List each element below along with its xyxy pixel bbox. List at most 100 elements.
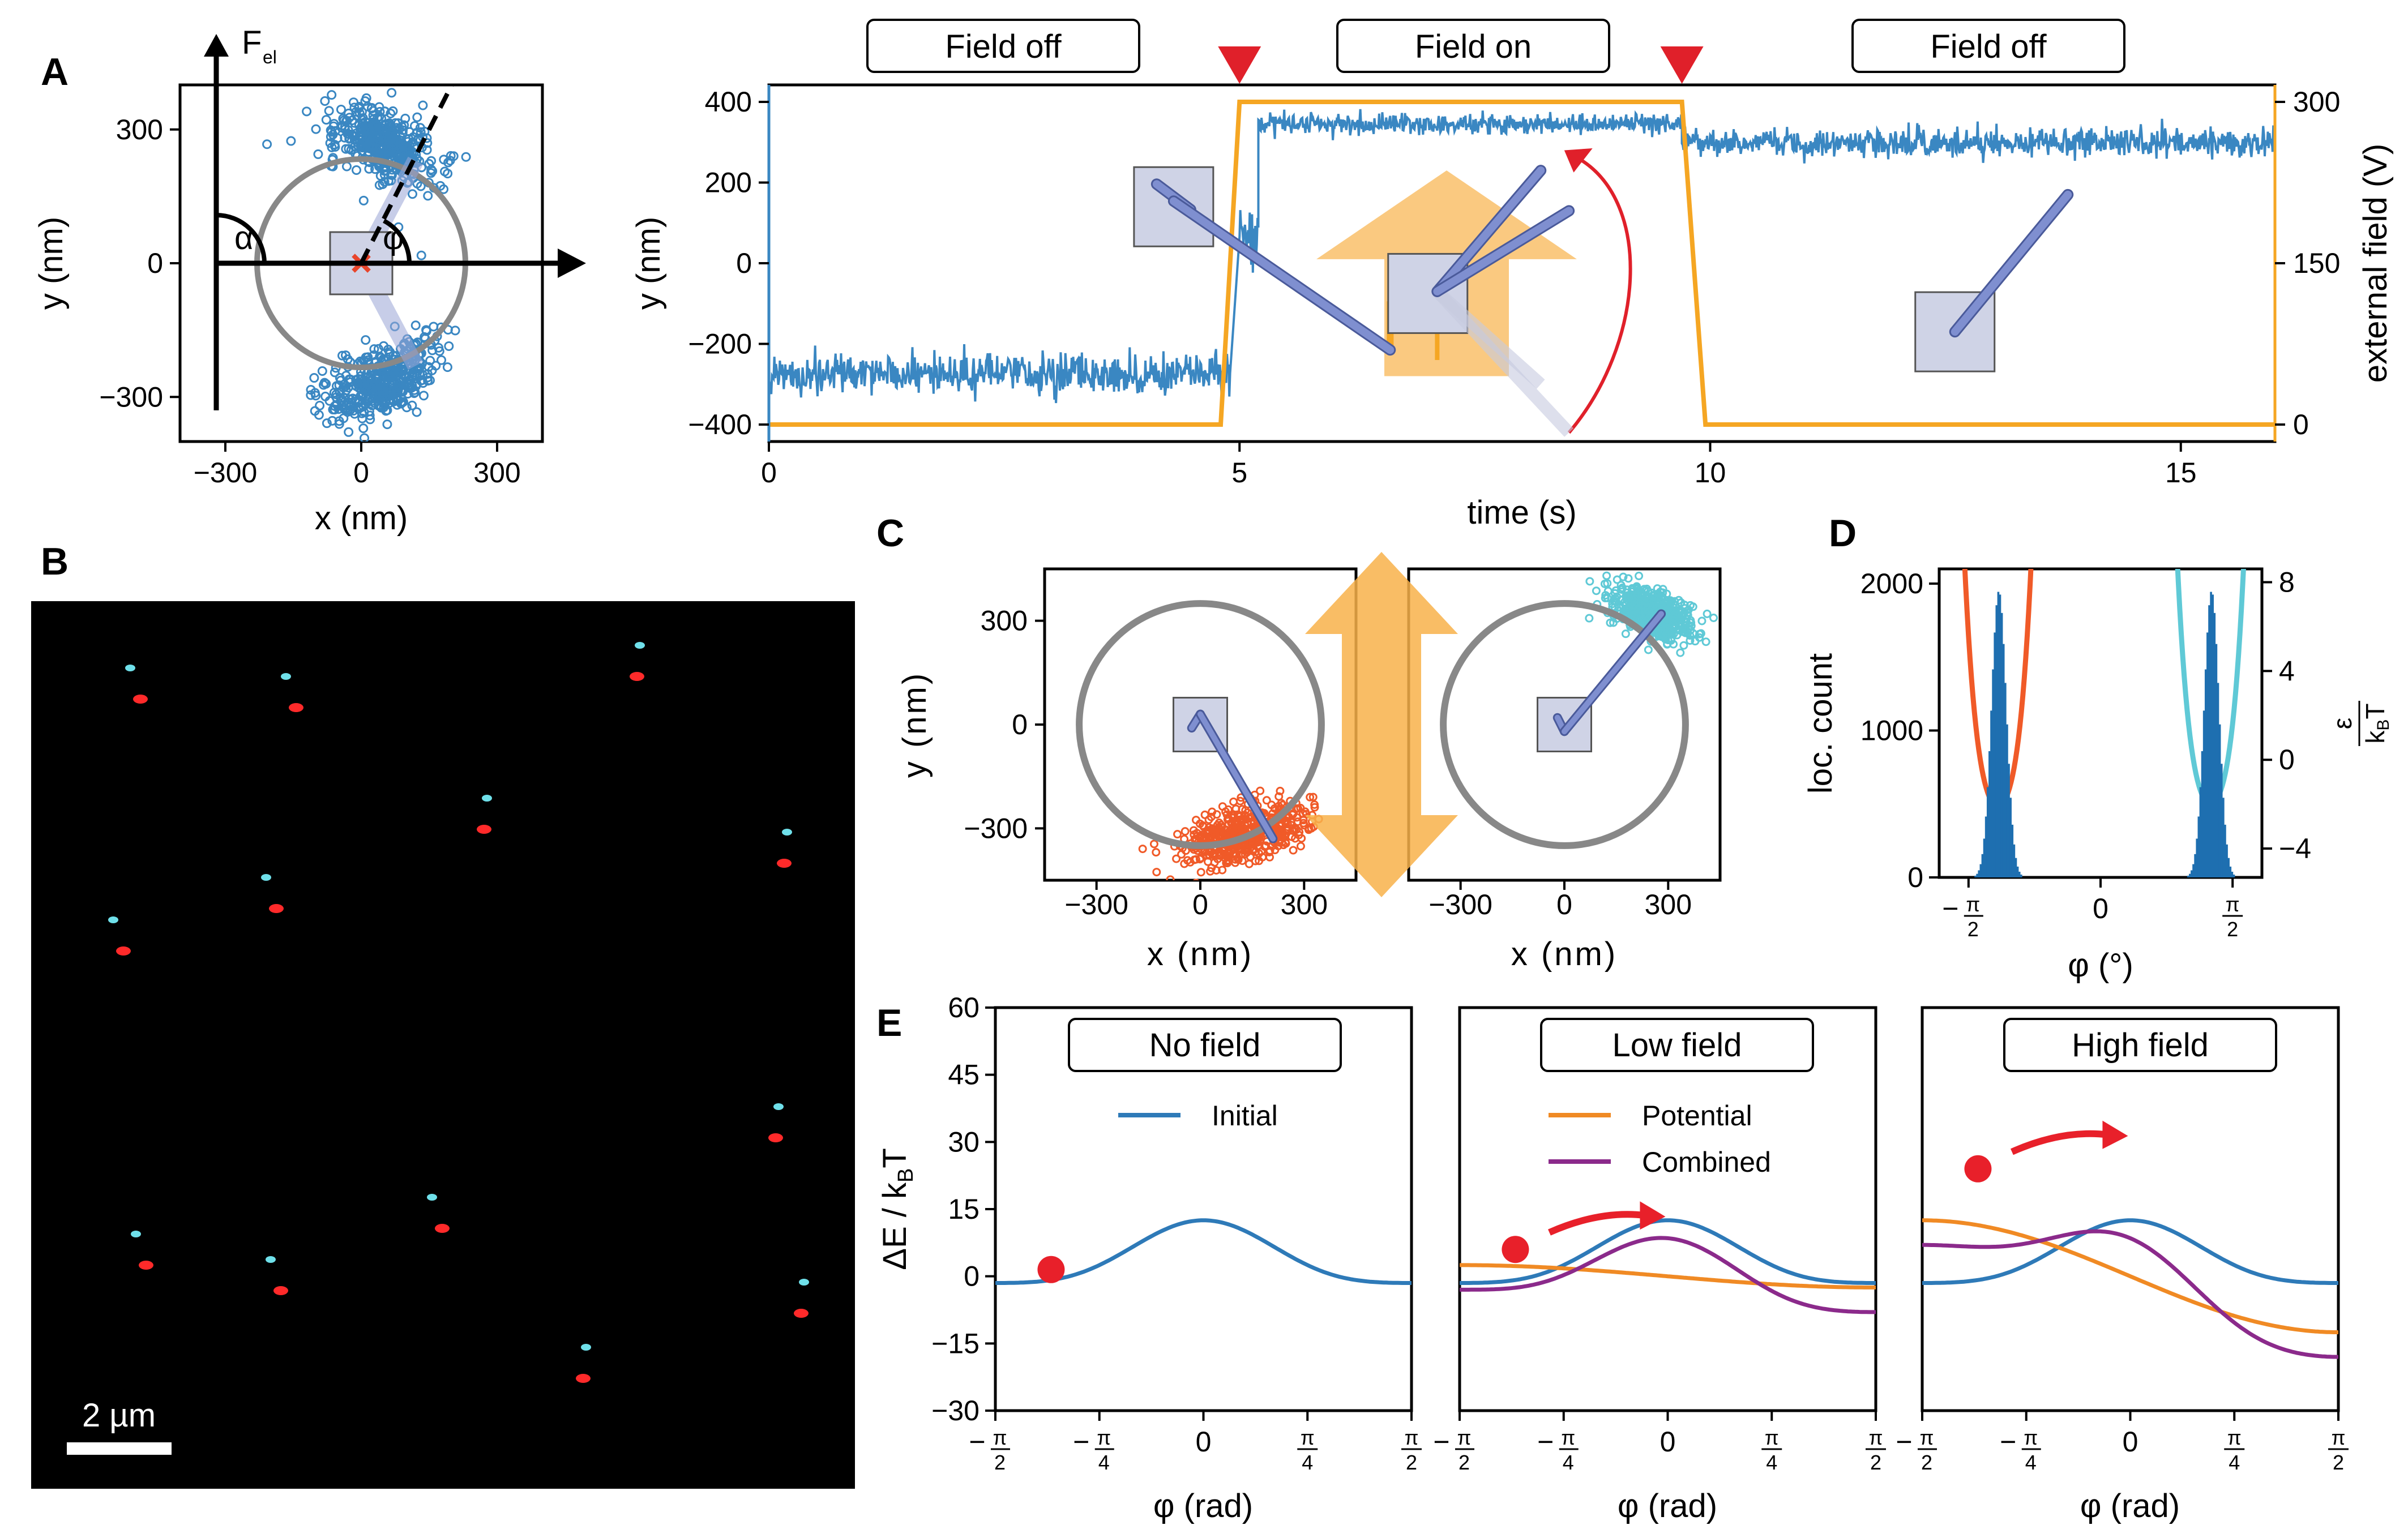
c-left-point [1190,855,1199,864]
e-initial-curve [1922,1218,2338,1285]
e-x-tick-num: π [1920,1426,1934,1449]
e-x-tick-den: 4 [2025,1451,2037,1474]
c-right-point [1701,637,1710,646]
scatter-point [341,116,351,126]
scatter-point [324,396,335,406]
e-y-tick-label: −30 [931,1395,980,1426]
x-tick-label: 0 [353,457,369,489]
panel-letter-e: E [876,1001,902,1044]
c-right-point [1663,636,1673,645]
red-spot [768,1133,783,1142]
cyan-spot [782,829,792,836]
scatter-point [362,125,372,135]
scatter-point [364,141,374,151]
scatter-point [408,189,418,199]
d-hist-bar [2220,764,2223,877]
alpha-label: α [234,220,254,256]
scatter-point [341,350,351,361]
e-x-tick-num: π [1457,1426,1472,1449]
scatter-point [317,366,327,376]
c-left-point [1229,797,1238,806]
c-left-point [1222,825,1231,834]
rod-2b [1433,207,1573,295]
e-x-tick-den: 2 [1870,1451,1881,1474]
panel-a-field-ylabel: external field (V) [2357,144,2394,383]
c-left-point [1256,786,1265,795]
d-hist-bar [2016,866,2019,877]
c-right-point [1621,629,1630,639]
scatter-point [321,115,331,125]
c-left-point [1152,848,1161,857]
d-hist-bar [2187,875,2189,877]
c-left-point [1180,859,1189,868]
cyan-spot [261,874,271,881]
field-series-line [769,100,2275,427]
e-subplot-curves [1922,1218,2338,1359]
phase-label-1: Field off [945,28,1062,65]
scatter-point [442,362,452,372]
d-hist-bar [2227,858,2230,877]
scatter-point [383,176,394,186]
d-hist-bar [2000,612,2003,877]
svg-text:ΔE / kBT: ΔE / kBT [876,1148,918,1270]
red-spot [133,695,148,704]
c-right-point [1686,636,1695,645]
e-x-tick-den: 4 [1098,1451,1110,1474]
d-hist-bar [2194,854,2196,877]
x-tick-label: 0 [761,457,777,489]
c-right-point [1675,608,1684,617]
scatter-point [327,90,337,100]
d-hist-bar [2011,824,2014,877]
c-left-point [1297,834,1306,843]
scatter-point [310,388,320,398]
e-x-tick-den: 2 [1459,1451,1470,1474]
scatter-point [321,379,331,389]
c-left-point [1228,820,1237,829]
c-left-point [1227,811,1237,820]
cyan-spot [635,642,645,649]
scatter-point [344,133,354,143]
red-spot [576,1374,591,1383]
e-subplot-curves [1460,1218,1876,1314]
c-double-arrow [1305,552,1458,897]
e-x-tick-num: π [1561,1426,1575,1449]
d-hist-bar [2013,844,2016,877]
e-x-tick-den: 4 [1766,1451,1777,1474]
scatter-point [418,391,429,401]
d-hist-bar [2201,751,2204,877]
panel-e-xlabel-2: φ (rad) [1618,1488,1717,1524]
c-left-x-tick-label: 300 [1281,889,1328,920]
c-right-circle [1440,600,1689,849]
c-right-point [1680,624,1690,633]
d-y-tick-label: 1000 [1860,714,1923,746]
scatter-point [420,332,430,342]
scatter-point [358,423,369,434]
e-ball [1037,1256,1065,1283]
phase-box-3 [1851,19,2125,73]
scatter-point [423,191,433,201]
d-x-tick-den: 2 [1968,918,1979,941]
panel-d-y2label-num: ε [2328,718,2357,730]
scatter-point [365,414,375,425]
scatter-point [330,367,340,378]
c-right-point [1628,585,1637,594]
scatter-point [349,118,360,128]
scatter-point [373,131,383,142]
d-hist-bar [1995,605,1998,877]
e-x-tick-num: π [1097,1426,1111,1449]
y-tick-label: 300 [116,114,163,145]
e-ball [1964,1155,1992,1183]
c-left-point [1289,809,1298,818]
panel-c-ylabel: y (nm) [896,671,933,778]
d-hist-bar [2226,844,2228,877]
rotation-arrow [1567,157,1632,434]
c-left-point [1166,875,1175,880]
origami-icon-2 [1387,252,1469,334]
c-left-point [1218,846,1227,855]
d-hist-bar [1990,710,1992,877]
c-right-point [1696,629,1705,638]
c-right-point [1654,626,1663,635]
e-combined-curve [1922,1229,2338,1359]
